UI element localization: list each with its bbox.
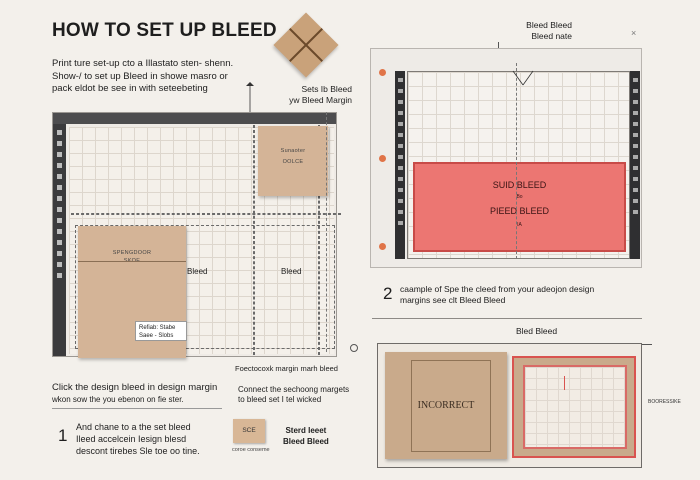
middle-note: Connect the sechoong margets to bleed se… [238, 385, 349, 405]
guide-line [318, 125, 320, 355]
card-label: SPENGDOOR [112, 250, 152, 256]
bleed-editor-window: SUID BLEED Bo PIEED BLEED IA [370, 48, 642, 268]
side-line: Sterd Ieeet [285, 426, 327, 435]
bleed-label: Bleed [187, 267, 208, 276]
center-guide [516, 63, 517, 259]
tick [642, 344, 652, 345]
sticky-line: Refiab: Stabe [139, 325, 176, 331]
side-line: Bleed Bleed [283, 437, 329, 446]
top-label: Bleed nate [531, 31, 572, 41]
intro-line: Print ture set-up cto a Illastato sten- … [52, 58, 234, 69]
top-label: Bleed Bleed [526, 20, 572, 30]
step-line: caample of Spe the cleed from your adeoj… [400, 284, 595, 294]
step2-text: caample of Spe the cleed from your adeoj… [400, 284, 594, 306]
step1-number: 1 [58, 426, 68, 445]
margin-guide [326, 112, 327, 352]
bleed-label: Bleed [281, 267, 302, 276]
band-label: IA [517, 222, 522, 228]
sticky-note: Refiab: Stabe Saee - Slobs [135, 321, 187, 341]
guide-line [253, 125, 255, 355]
callout-line: yw Bleed Margin [289, 95, 352, 105]
band-label: Bo [516, 194, 523, 200]
card-divider [78, 261, 186, 262]
bleed-pointer [512, 70, 534, 86]
inner-frame [411, 360, 491, 452]
step-line: Ileed accelcein Iesign blesd [76, 434, 187, 444]
cut-mark [564, 376, 565, 390]
card-label: Sunaoter [280, 148, 306, 154]
step2-number: 2 [383, 284, 393, 303]
caption-line: Click the design bleed in design margin [52, 382, 218, 393]
step-line: And chane to a the set bleed [76, 422, 191, 432]
note-line: Connect the sechoong margets [238, 385, 350, 394]
card-label: OOLCE [282, 159, 304, 165]
margin-caption: Foectocoxk margin marh bleed [235, 364, 338, 373]
tools-panel[interactable] [395, 71, 405, 259]
comparison-title: Bled Bleed [516, 326, 558, 336]
bleed-guide-box [75, 225, 335, 349]
close-icon[interactable]: × [631, 28, 637, 38]
incorrect-example: INCORRECT [385, 352, 507, 459]
guide-line [71, 213, 341, 215]
caption-line: wkon sow the you ebenon on fie ster. [52, 395, 184, 404]
intro-line: Show-/ to set up Bleed in showe masro or [52, 70, 228, 82]
package-side-text: Sterd Ieeet Bleed Bleed [283, 425, 329, 447]
small-bleed-card: Sunaoter OOLCE [258, 126, 328, 196]
correct-inner-grid [523, 365, 627, 449]
tools-panel[interactable] [53, 124, 66, 356]
correct-example [512, 356, 636, 458]
package-box-icon [273, 12, 339, 78]
marker-dot[interactable] [379, 69, 386, 76]
anchor-handle[interactable] [350, 344, 358, 352]
band-label: SUID BLEED [492, 180, 547, 190]
step-line: descont tirebes Sle toe oo tine. [76, 446, 200, 456]
step-line: margins see clt Bleed Bleed [400, 295, 506, 305]
intro-text: Print ture set-up cto a Illastato sten- … [52, 58, 252, 96]
step1-text: And chane to a the set bleed Ileed accel… [76, 421, 200, 457]
bleed-area-highlight: SUID BLEED Bo PIEED BLEED IA [413, 162, 626, 252]
callout-line: Sets Ib Bleed [301, 84, 352, 94]
divider [372, 318, 642, 319]
package-caption: coroe conseme [232, 447, 270, 453]
bleed-top-labels: Bleed Bleed Bleed nate [520, 20, 572, 42]
step1-caption: Click the design bleed in design margin … [52, 382, 217, 406]
package-thumbnail: SCE [233, 419, 265, 443]
incorrect-label: INCORRECT [417, 400, 475, 411]
marker-dot[interactable] [379, 243, 386, 250]
intro-line: pack eldot be see in with seteebeting [52, 83, 208, 94]
note-line: to bleed set I tel wicked [238, 395, 322, 404]
sticky-line: Saee - Slobs [139, 333, 174, 339]
band-label: PIEED BLEED [489, 206, 550, 216]
bleed-margin-callout: Sets Ib Bleed yw Bleed Margin [262, 84, 352, 106]
editor-toolbar [53, 113, 336, 124]
package-label: SCE [242, 427, 256, 434]
comparison-panel: INCORRECT [377, 343, 642, 468]
marker-dot[interactable] [379, 155, 386, 162]
design-editor-window: Sunaoter OOLCE SPENGDOOR SKOE Bleed Blee… [52, 112, 341, 358]
properties-panel[interactable] [630, 71, 640, 259]
page-title: HOW TO SET UP BLEED [52, 20, 277, 41]
side-label: BOORESSIKE [648, 399, 681, 405]
divider [52, 408, 222, 409]
